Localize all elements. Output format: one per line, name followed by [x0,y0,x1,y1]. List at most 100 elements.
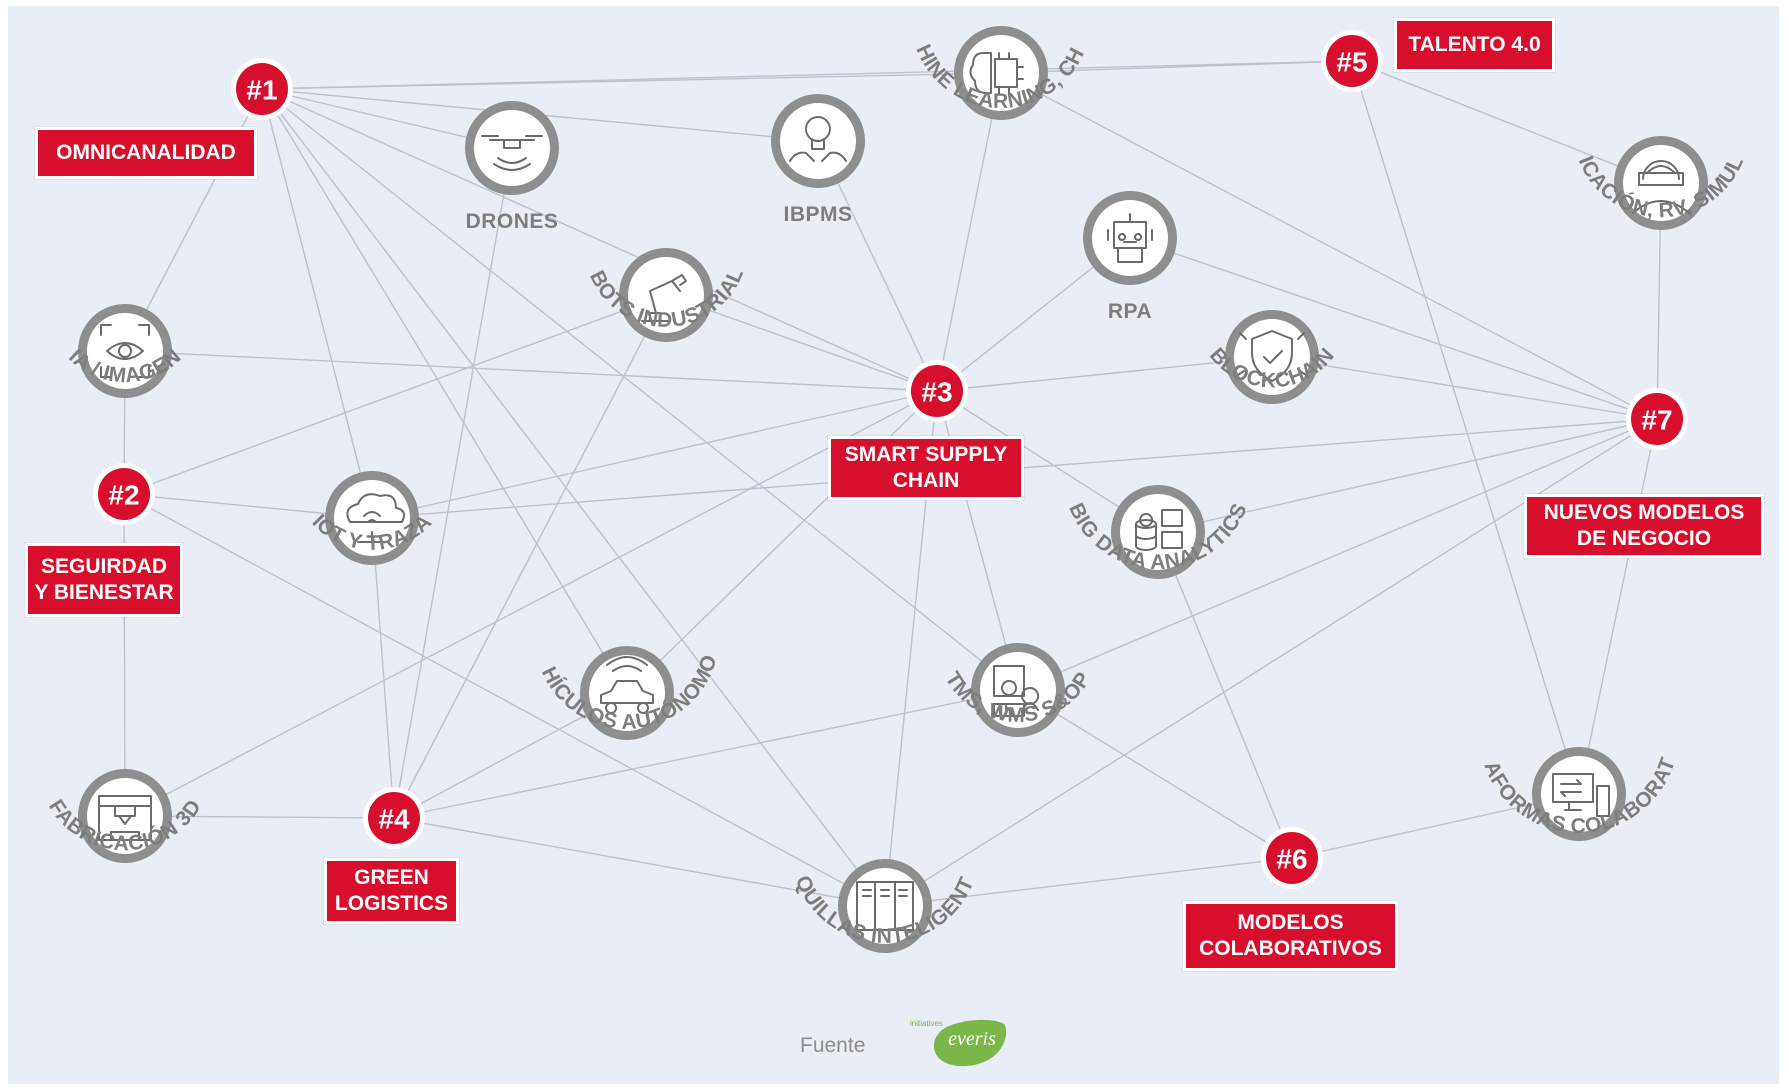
edge-iot-h3 [371,390,938,519]
node-bigdata: BIG DATA ANALYTICS [1064,485,1251,579]
robot-head-icon [1107,213,1153,263]
hub-4-box-line-1: GREEN [354,866,429,889]
robot-arm-icon [641,274,687,322]
hub-7-box-line-2: DE NEGOCIO [1576,527,1712,550]
edge-tms-h6 [1017,689,1293,859]
edge-h1-h5 [261,60,1353,90]
hub-2: #2 [93,463,155,525]
hub-4-box: GREEN LOGISTICS [324,858,459,924]
edge-ia_ml-h3 [936,72,1002,392]
hub-core [1326,35,1378,87]
management-system-icon [993,665,1039,717]
node-label: RPA [1108,300,1152,323]
node-ia_ml: IA, MACHINE LEARNING, CHATBOTS [0,0,1089,120]
hub-core [1631,393,1683,445]
everis-logo: everis initiatives [910,1019,1007,1067]
hub-6-box-line-2: COLABORATIVOS [1199,937,1382,960]
edge-tms-h4 [393,689,1019,819]
hub-2-box-line-2: Y BIENESTAR [34,581,174,604]
hub-number: #6 [1276,844,1307,875]
node-fab3d: FABRICACIÓN 3D [44,769,205,863]
edge-robots-h4 [393,294,667,819]
lightbulb-gear-icon [789,116,847,162]
hub-2-box-line-1: SEGUIRDAD [40,555,167,578]
logo-tagline: initiatives [910,1019,943,1028]
edge-iot-h4 [371,517,395,819]
node-label: DRONES [466,210,559,233]
brain-chip-icon [969,52,1024,95]
hub-5-box-line: TALENTO 4.0 [1408,33,1541,56]
hub-6-box: MODELOS COLABORATIVOS [1183,901,1398,971]
edge-drones-h4 [393,147,513,819]
hub-3-box: SMART SUPPLY CHAIN [828,436,1024,500]
hub-core [236,63,288,115]
edge-rpa-h7 [1129,237,1658,420]
edge-h1-tms [261,88,1019,691]
hub-1: #1 [231,58,293,120]
hub-7: #7 [1626,388,1688,450]
node-iot: IOT Y TRAZA [308,471,436,565]
node-disc [87,313,163,389]
edge-h1-ia_ml [261,72,1002,90]
hub-7-box: NUEVOS MODELOS DE NEGOCIO [1524,494,1764,558]
node-disc [628,257,704,333]
node-disc [1092,200,1168,276]
hub-5-box: TALENTO 4.0 [1394,18,1555,72]
edge-taquillas-h6 [884,857,1293,907]
hub-core [1266,832,1318,884]
edge-h1-vehiculos [261,88,628,694]
lockers-icon [856,881,914,931]
edge-robots-h3 [665,294,938,392]
edge-h7-tms [1017,418,1658,691]
edge-h7-plataformas [1578,418,1658,795]
edge-robots-h2 [123,294,667,495]
drone-icon [481,135,543,171]
hub-core [911,365,963,417]
hub-3-box-line-2: CHAIN [892,469,960,492]
hub-core [368,792,420,844]
node-blockchain: BLOCKCHAIN [1205,310,1338,404]
edge-h5-gamif [1351,60,1662,184]
devices-sync-icon [1552,773,1610,817]
hub-2-box: SEGUIRDAD Y BIENESTAR [25,543,183,617]
hub-7-box-line-1: NUEVOS MODELOS [1543,501,1745,524]
shield-check-icon [1237,330,1307,382]
edge-blockchain-h3 [936,356,1273,392]
vr-headset-person-icon [1632,160,1690,214]
edge-ia_ml-h5 [1000,60,1353,74]
3d-printer-icon [98,795,152,841]
autonomous-car-icon [600,656,654,714]
edge-ia_imagen-h3 [124,350,938,392]
edge-h1-taquillas [261,88,886,907]
node-disc [334,480,410,556]
hub-1-box-line: OMNICANALIDAD [56,141,236,164]
hub-number: #1 [246,75,277,106]
node-disc [1120,494,1196,570]
database-dashboard-icon [1135,509,1183,551]
hub-number: #5 [1336,47,1367,78]
edge-h1-h3 [261,88,938,392]
hub-5: #5 [1321,30,1383,92]
hub-6: #6 [1261,827,1323,889]
hub-4: #4 [363,787,425,849]
edge-bigdata-h7 [1157,418,1658,533]
hub-6-box-line-1: MODELOS [1237,911,1344,934]
node-ibpms: IBPMS [771,94,865,226]
hub-1-box: OMNICANALIDAD [35,127,257,179]
edge-h2-taquillas [123,493,886,907]
cloud-network-icon [346,493,405,543]
hub-number: #4 [378,804,410,835]
edge-h1-iot [261,88,373,519]
hub-number: #2 [108,480,139,511]
hub-4-box-line-2: LOGISTICS [334,892,449,915]
edge-h3-fab3d [124,390,938,817]
node-rpa: RPA [1083,191,1177,323]
edge-h6-plataformas [1291,793,1580,859]
footer-source-label: Fuente [800,1034,866,1057]
node-ia_imagen: IA / IMAGEN [64,304,185,398]
node-label: IA, MACHINE LEARNING, CHATBOTS [0,0,1089,113]
node-drones: DRONES [465,101,559,233]
hub-3: #3 [906,360,968,422]
hub-core [98,468,150,520]
